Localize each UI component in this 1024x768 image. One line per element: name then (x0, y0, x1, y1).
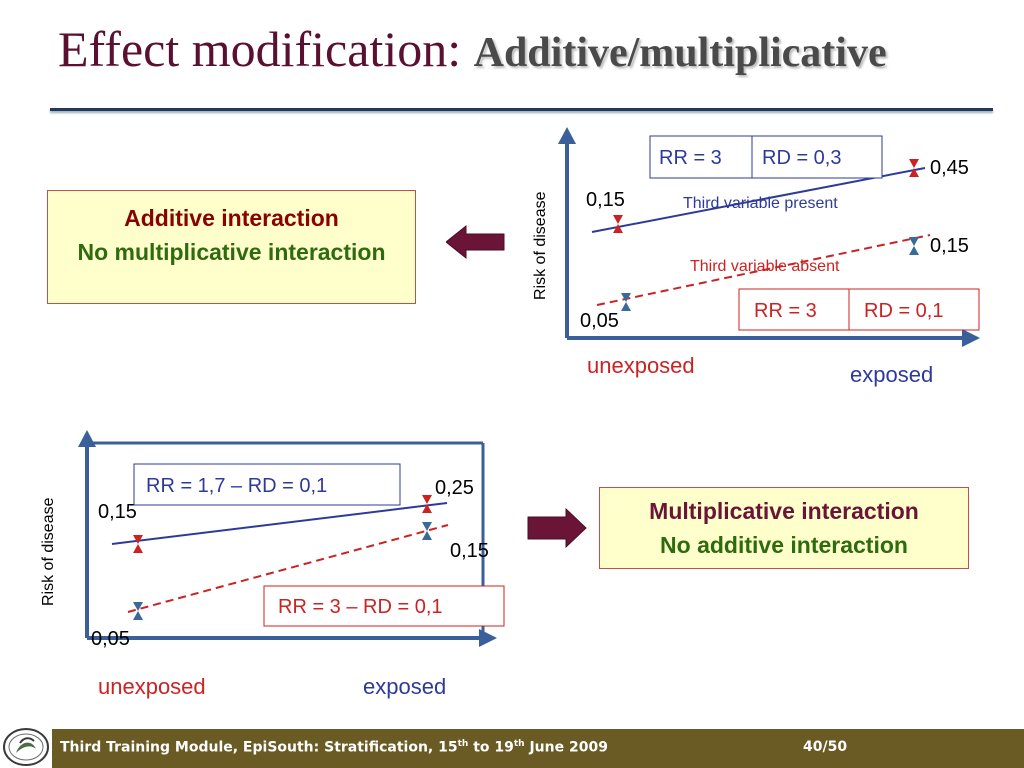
footer: Third Training Module, EpiSouth: Stratif… (0, 729, 1024, 768)
upper-annotation-label: RR = 1,7 – RD = 0,1 (146, 475, 327, 497)
box-line-2: No multiplicative interaction (77, 239, 386, 265)
absent-rd-label: RD = 0,1 (864, 300, 943, 322)
present-rr-label: RR = 3 (659, 147, 722, 169)
episouth-logo-icon (3, 728, 49, 766)
absent-rr-box (738, 288, 850, 331)
absent-rd-box (848, 288, 980, 331)
bottom-plot: Risk of disease 0,15 0,25 0,05 0,15 RR =… (40, 430, 505, 699)
title-main: Effect modification: (58, 21, 474, 77)
box-line-1: Additive interaction (124, 205, 339, 231)
value-label: 0,15 (930, 235, 969, 257)
top-plot: Risk of disease 0,15 0,45 0,05 0,15 Thir… (532, 127, 980, 387)
value-label: 0,15 (586, 189, 625, 211)
present-exposed-point (909, 159, 919, 177)
y-axis-label: Risk of disease (532, 191, 549, 300)
x-axis-arrow (479, 629, 497, 647)
x-category-unexposed: unexposed (98, 674, 206, 699)
value-label: 0,25 (435, 477, 474, 499)
box-line-2: No additive interaction (660, 532, 908, 558)
lower-unexposed-point (133, 602, 143, 620)
upper-line (111, 502, 448, 545)
title-divider (50, 108, 993, 111)
series-label-absent: Third variable absent (690, 258, 840, 275)
y-axis-label: Risk of disease (40, 497, 57, 606)
absent-unexposed-point (621, 293, 631, 311)
slide-title: Effect modification: Additive/multiplica… (58, 20, 887, 78)
value-label: 0,45 (930, 157, 969, 179)
value-label: 0,05 (580, 310, 619, 332)
absent-rr-label: RR = 3 (754, 300, 817, 322)
box-line-1: Multiplicative interaction (649, 498, 919, 524)
upper-exposed-point (422, 495, 432, 513)
arrow-right-icon (527, 507, 587, 549)
series-label-present: Third variable present (683, 195, 838, 212)
x-category-exposed: exposed (850, 362, 933, 387)
x-category-unexposed: unexposed (587, 353, 695, 378)
multiplicative-interaction-box: Multiplicative interaction No additive i… (599, 487, 969, 569)
value-label: 0,15 (98, 501, 137, 523)
lower-annotation-label: RR = 3 – RD = 0,1 (278, 596, 443, 618)
title-sub: Additive/multiplicative (473, 30, 887, 76)
present-unexposed-point (613, 215, 623, 233)
value-label: 0,05 (91, 628, 130, 650)
present-rd-box (751, 135, 883, 179)
upper-unexposed-point (133, 535, 143, 553)
page-number: 40/50 (803, 739, 848, 755)
arrow-left-icon (446, 224, 505, 260)
upper-annotation-box (133, 463, 401, 506)
footer-text: Third Training Module, EpiSouth: Stratif… (60, 739, 608, 756)
y-axis-arrow (558, 127, 576, 144)
lower-annotation-box (263, 585, 505, 627)
y-axis-arrow (78, 430, 96, 447)
value-label: 0,15 (450, 540, 489, 562)
present-line (591, 167, 926, 233)
x-category-exposed: exposed (363, 674, 446, 699)
lower-line (127, 524, 449, 613)
present-rr-box (649, 135, 753, 179)
risk-plots: Risk of disease 0,15 0,45 0,05 0,15 Thir… (40, 127, 980, 699)
absent-exposed-point (909, 237, 919, 255)
footer-bar (52, 729, 1024, 768)
absent-line (596, 234, 931, 306)
x-axis-arrow (962, 329, 980, 347)
present-rd-label: RD = 0,3 (762, 147, 841, 169)
lower-exposed-point (422, 522, 432, 540)
additive-interaction-box: Additive interaction No multiplicative i… (47, 190, 416, 304)
